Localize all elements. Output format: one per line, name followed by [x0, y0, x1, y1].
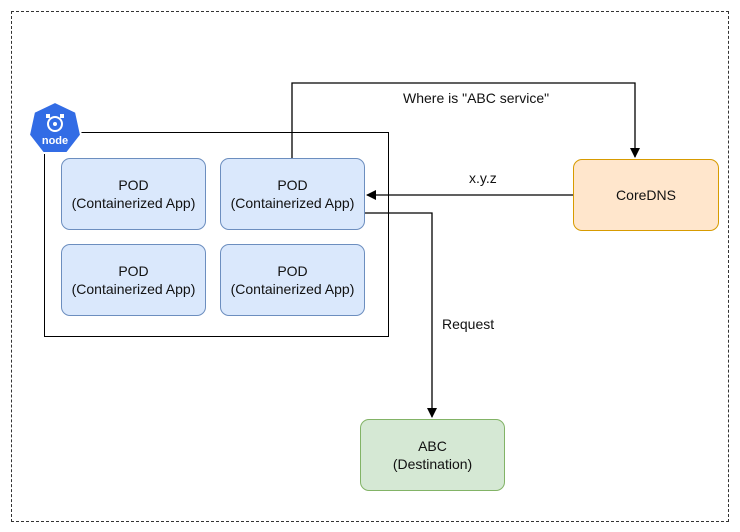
destination-title: ABC	[418, 438, 447, 454]
pod-title: POD	[118, 263, 149, 279]
coredns-box: CoreDNS	[573, 159, 719, 231]
pod-4: POD (Containerized App)	[220, 244, 365, 316]
request-label: Request	[442, 316, 495, 332]
pod-title: POD	[277, 263, 308, 279]
pod-subtitle: (Containerized App)	[230, 281, 355, 297]
pod-subtitle: (Containerized App)	[71, 195, 196, 211]
node-badge-label: node	[42, 135, 68, 147]
pod-2: POD (Containerized App)	[220, 158, 365, 230]
diagram-frame	[11, 11, 729, 522]
node-badge-icon: node	[27, 100, 83, 154]
reply-label: x.y.z	[469, 170, 497, 186]
destination-box: ABC (Destination)	[360, 419, 505, 491]
destination-subtitle: (Destination)	[392, 456, 473, 472]
coredns-label: CoreDNS	[616, 187, 676, 203]
pod-1: POD (Containerized App)	[61, 158, 206, 230]
pod-subtitle: (Containerized App)	[230, 195, 355, 211]
pod-title: POD	[118, 177, 149, 193]
pod-subtitle: (Containerized App)	[71, 281, 196, 297]
request-arrow	[365, 212, 437, 418]
query-label: Where is "ABC service"	[403, 90, 550, 106]
pod-3: POD (Containerized App)	[61, 244, 206, 316]
pod-title: POD	[277, 177, 308, 193]
query-arrow	[291, 82, 640, 158]
